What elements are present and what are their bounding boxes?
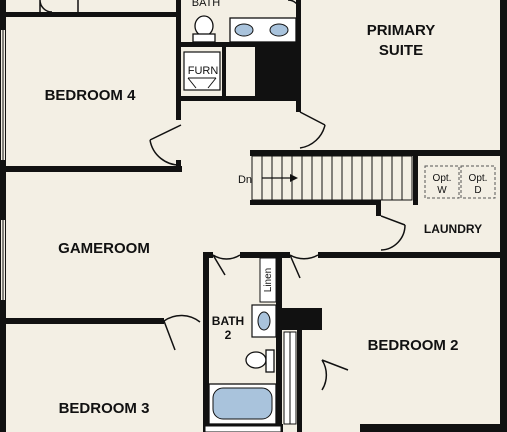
wall-laundry-left	[376, 200, 381, 216]
label-bath2-1: BATH	[212, 314, 244, 328]
wall-laundry-bottom	[376, 252, 507, 258]
label-opt-w-2: W	[437, 185, 447, 196]
wall-bath-bottom	[178, 42, 300, 47]
sink-top-bath-2	[269, 23, 289, 37]
label-opt-d-1: Opt.	[469, 173, 488, 184]
wall-bedroom4-top	[6, 12, 178, 17]
wall-bedroom2-bottom	[360, 424, 507, 432]
wall-primary-left	[296, 0, 301, 112]
wall-furn-right	[222, 45, 226, 100]
door-laundry	[380, 215, 406, 251]
label-bedroom4: BEDROOM 4	[45, 87, 137, 104]
label-furnace: FURN	[188, 65, 219, 77]
wall-stair-bottom	[250, 200, 380, 205]
toilet-top-bath	[194, 15, 214, 37]
wall-bedroom2-right	[500, 255, 507, 432]
label-bedroom2: BEDROOM 2	[368, 337, 459, 354]
doors	[39, 0, 406, 391]
toilet-tank-top-bath	[192, 33, 216, 43]
label-bath2-2: 2	[225, 328, 232, 342]
label-stairs-dn: Dn	[238, 174, 252, 186]
wall-primary-bottom	[250, 150, 507, 156]
wall-bedroom4-right-lower	[176, 160, 181, 172]
sink-bath2	[257, 311, 271, 331]
fixtures	[183, 15, 496, 432]
labels: BATH PRIMARY SUITE BEDROOM 4 FURN Dn Opt…	[45, 0, 488, 417]
stairs	[251, 155, 413, 201]
closet-dark-bath2	[276, 308, 322, 330]
wall-bedroom3-top	[6, 318, 164, 324]
label-bath-top: BATH	[192, 0, 221, 9]
wall-bedroom4-right	[176, 0, 181, 120]
label-bedroom3: BEDROOM 3	[59, 400, 150, 417]
linen-closet	[259, 257, 277, 303]
opt-dryer-box	[460, 165, 496, 199]
furnace	[183, 51, 221, 91]
label-gameroom: GAMEROOM	[58, 240, 150, 257]
door-bedroom4	[149, 124, 182, 166]
bottom-partial-fixture	[204, 425, 282, 432]
door-top-bath	[287, 0, 301, 13]
wall-stair-right	[413, 150, 418, 205]
exterior-wall-left	[0, 0, 6, 432]
wall-bath2-right	[276, 252, 282, 432]
door-top-left-1	[39, 0, 53, 13]
label-primary-suite-1: PRIMARY	[367, 22, 436, 39]
door-bath2	[212, 254, 241, 276]
closet-dark	[255, 47, 300, 99]
tub-basin-bath2	[212, 387, 273, 420]
door-bedroom3	[163, 314, 201, 351]
wall-bedroom2-left	[297, 330, 302, 432]
toilet-tank-bath2	[265, 349, 275, 373]
sink-top-bath-1	[234, 23, 254, 37]
wall-bath2-top-right	[318, 252, 380, 258]
opt-washer-box	[424, 165, 460, 199]
stair-arrow-head	[290, 174, 298, 182]
wall-bath2-left	[203, 252, 209, 432]
label-laundry: LAUNDRY	[424, 222, 482, 236]
exterior-wall-right	[500, 0, 507, 150]
door-primary-suite	[299, 111, 326, 149]
wall-furn-bottom	[181, 96, 299, 101]
label-linen: Linen	[263, 268, 274, 292]
toilet-bath2	[245, 351, 267, 369]
door-bedroom2	[289, 254, 319, 279]
label-opt-d-2: D	[474, 185, 481, 196]
wall-laundry-right	[500, 150, 507, 260]
windows	[1, 30, 5, 300]
wall-bath2-top-mid	[240, 252, 290, 258]
label-primary-suite-2: SUITE	[379, 42, 423, 59]
label-opt-w-1: Opt.	[433, 173, 452, 184]
wall-bedroom4-bottom	[6, 166, 182, 172]
door-bedroom2-closet	[321, 359, 349, 391]
